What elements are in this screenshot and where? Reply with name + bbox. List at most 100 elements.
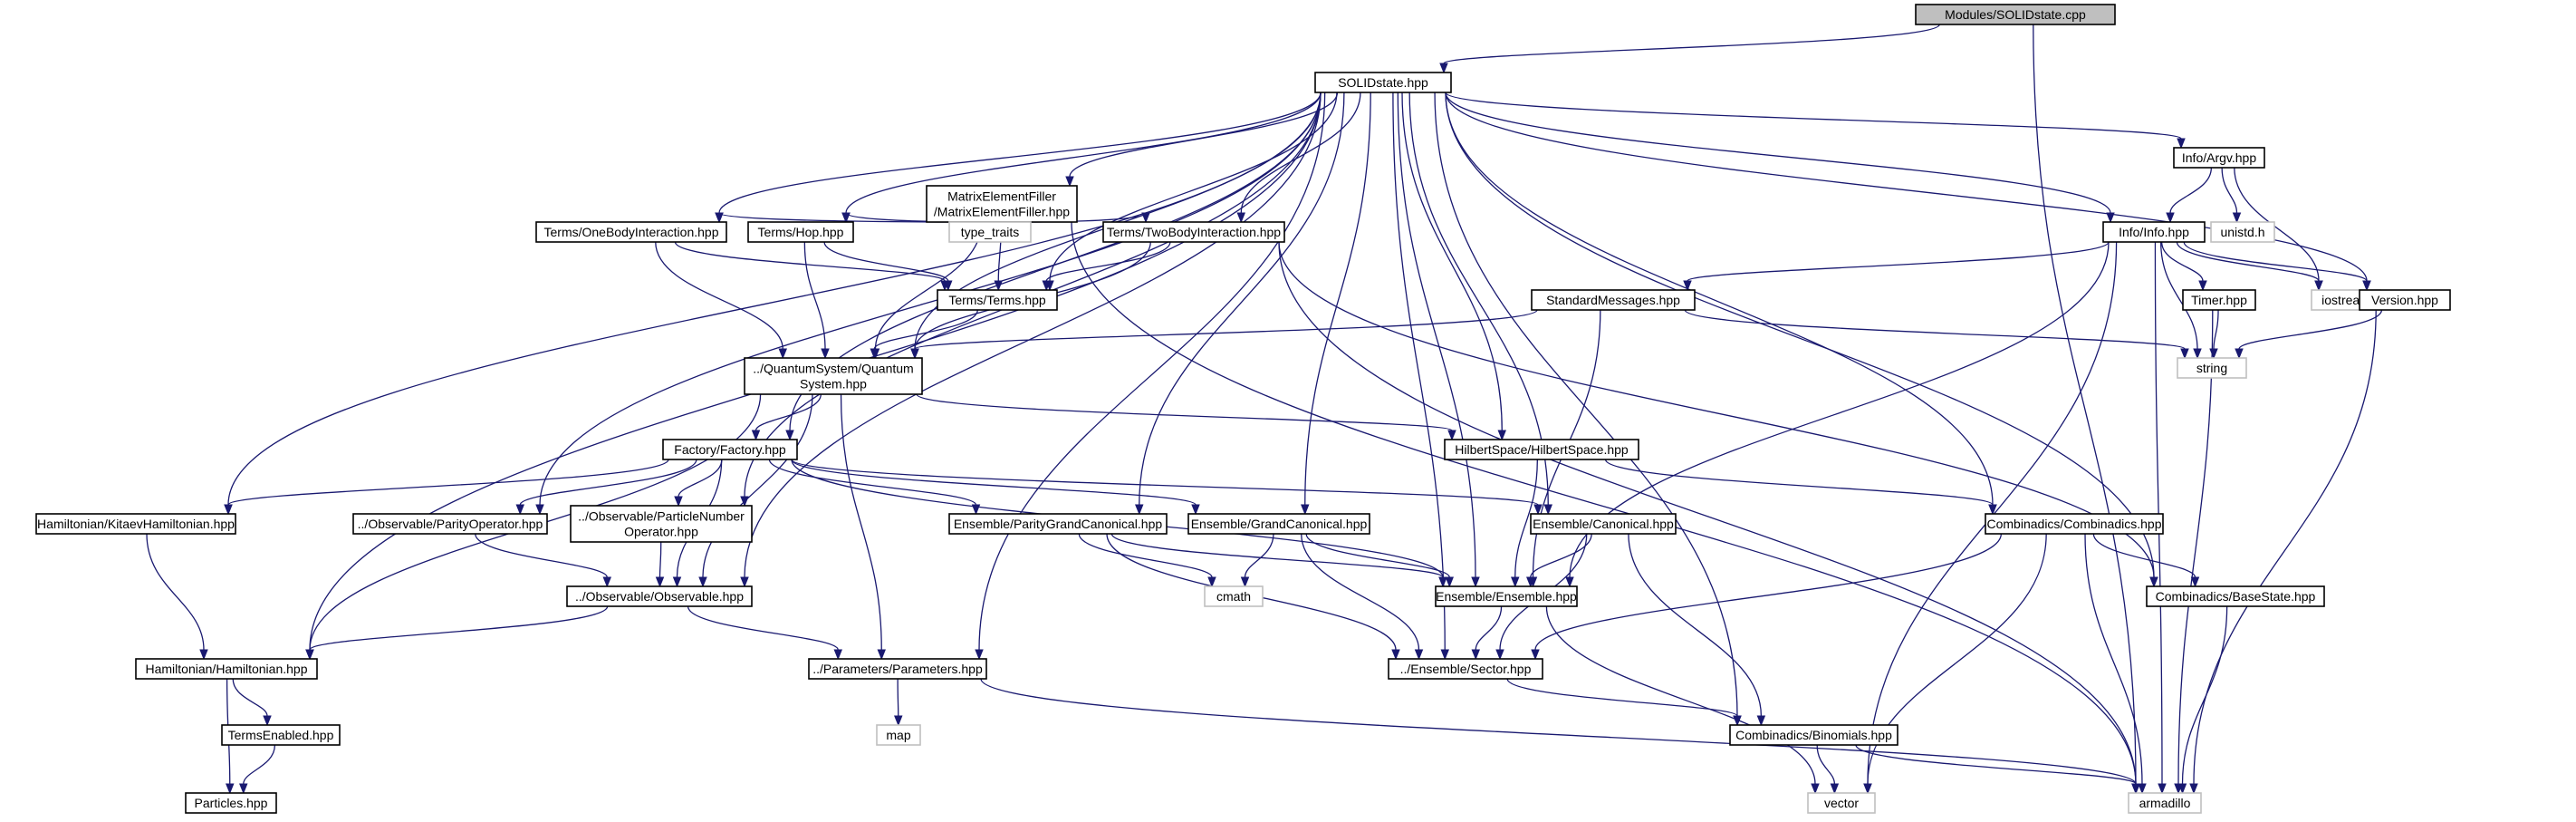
node-hamiltonian[interactable]: Hamiltonian/Hamiltonian.hpp [135, 658, 318, 680]
node-sector[interactable]: ../Ensemble/Sector.hpp [1388, 658, 1543, 680]
edge-arrowhead [224, 504, 233, 516]
node-label: TermsEnabled.hpp [228, 728, 334, 742]
edge-factory-to-canonical [791, 459, 1543, 516]
node-label: unistd.h [2220, 225, 2264, 239]
node-factory[interactable]: Factory/Factory.hpp [662, 439, 798, 460]
edge-arrowhead [655, 576, 665, 588]
node-label: Particles.hpp [195, 796, 268, 810]
edge-line [840, 393, 882, 651]
edge-arrowhead [870, 348, 879, 360]
node-argv[interactable]: Info/Argv.hpp [2173, 147, 2265, 169]
edge-version-to-string [2235, 309, 2383, 360]
node-label: Hamiltonian/KitaevHamiltonian.hpp [37, 517, 235, 531]
node-box [2210, 221, 2275, 243]
node-box [2102, 221, 2206, 243]
node-qs[interactable]: ../QuantumSystem/QuantumSystem.hpp [744, 357, 923, 395]
edge-line [978, 92, 1326, 651]
edge-arrowhead [2138, 783, 2147, 795]
edge-qs-to-factory [751, 393, 822, 441]
node-timer[interactable]: Timer.hpp [2182, 289, 2256, 311]
node-termsenabled[interactable]: TermsEnabled.hpp [221, 724, 341, 746]
edge-arrowhead [305, 649, 314, 661]
node-stdmsg[interactable]: StandardMessages.hpp [1531, 289, 1696, 311]
edge-line [1443, 24, 1940, 64]
edge-solid-to-terms [1045, 92, 1338, 292]
node-solid[interactable]: SOLIDstate.hpp [1314, 72, 1452, 93]
node-label: Modules/SOLIDstate.cpp [1945, 7, 2086, 22]
edge-line [2234, 167, 2320, 282]
edge-line [1604, 459, 1994, 506]
edge-arrowhead [1438, 576, 1447, 588]
node-label: armadillo [2139, 796, 2191, 810]
node-label: Terms/OneBodyInteraction.hpp [544, 225, 719, 239]
node-map[interactable]: map [876, 724, 921, 746]
node-canonical[interactable]: Ensemble/Canonical.hpp [1530, 513, 1677, 535]
edge-line [791, 459, 1539, 506]
edge-arrowhead [1207, 576, 1216, 588]
edge-line [1240, 92, 1361, 214]
edge-line [2160, 241, 2204, 282]
node-unistd[interactable]: unistd.h [2210, 221, 2275, 243]
node-typetraits[interactable]: type_traits [948, 221, 1032, 243]
node-string[interactable]: string [2177, 357, 2247, 379]
edge-arrowhead [1065, 176, 1074, 188]
edge-arrowhead [944, 280, 953, 292]
node-root[interactable]: Modules/SOLIDstate.cpp [1915, 4, 2116, 25]
node-layer: Modules/SOLIDstate.cppSOLIDstate.hppMatr… [35, 4, 2451, 814]
edge-arrowhead [740, 576, 749, 588]
edge-arrowhead [1471, 576, 1480, 588]
node-cmath[interactable]: cmath [1204, 585, 1264, 607]
node-parityop[interactable]: ../Observable/ParityOperator.hpp [352, 513, 548, 535]
edge-ensemble-to-sector [1471, 605, 1503, 661]
node-observable[interactable]: ../Observable/Observable.hpp [566, 585, 753, 607]
node-mef[interactable]: MatrixElementFiller/MatrixElementFiller.… [926, 185, 1078, 223]
node-pgc[interactable]: Ensemble/ParityGrandCanonical.hpp [948, 513, 1168, 535]
edge-observable-to-hamiltonian [305, 605, 609, 661]
node-basestate[interactable]: Combinadics/BaseState.hpp [2146, 585, 2325, 607]
edge-arrowhead [2193, 348, 2202, 360]
edge-arrowhead [1141, 212, 1150, 224]
node-label: Info/Argv.hpp [2182, 150, 2256, 165]
node-vector[interactable]: vector [1807, 792, 1876, 814]
node-armadillo[interactable]: armadillo [2128, 792, 2202, 814]
edge-line [475, 533, 608, 578]
node-hop[interactable]: Terms/Hop.hpp [747, 221, 854, 243]
edge-line [519, 459, 697, 506]
edge-line [1514, 459, 1538, 578]
node-twobody[interactable]: Terms/TwoBodyInteraction.hpp [1102, 221, 1285, 243]
edge-line [227, 92, 1322, 506]
node-particles[interactable]: Particles.hpp [185, 792, 277, 814]
node-box [185, 792, 277, 814]
edge-arrowhead [910, 348, 919, 360]
node-label: StandardMessages.hpp [1546, 293, 1680, 307]
edge-gc-to-ensemble [1305, 533, 1454, 588]
node-hilbert[interactable]: HilbertSpace/HilbertSpace.hpp [1444, 439, 1639, 460]
node-box [1314, 72, 1452, 93]
node-box [2359, 289, 2451, 311]
node-ensemble[interactable]: Ensemble/Ensemble.hpp [1435, 585, 1578, 607]
edge-arrowhead [674, 496, 683, 508]
node-onebody[interactable]: Terms/OneBodyInteraction.hpp [535, 221, 727, 243]
node-label: Ensemble/Canonical.hpp [1533, 517, 1674, 531]
node-box [1102, 221, 1285, 243]
edge-arrowhead [1391, 649, 1400, 661]
node-box [2146, 585, 2325, 607]
edge-line [803, 241, 826, 350]
edge-arrowhead [1526, 576, 1535, 588]
edge-sector-to-binomials [1506, 678, 1742, 727]
node-label: Info/Info.hpp [2119, 225, 2189, 239]
node-kitaev[interactable]: Hamiltonian/KitaevHamiltonian.hpp [35, 513, 236, 535]
edge-arrowhead [199, 649, 208, 661]
node-gc[interactable]: Ensemble/GrandCanonical.hpp [1187, 513, 1370, 535]
node-terms[interactable]: Terms/Terms.hpp [937, 289, 1058, 311]
edge-arrowhead [1445, 576, 1454, 588]
node-binomials[interactable]: Combinadics/Binomials.hpp [1729, 724, 1898, 746]
node-version[interactable]: Version.hpp [2359, 289, 2451, 311]
edge-line [1545, 605, 1816, 785]
node-box [1187, 513, 1370, 535]
node-combinadics[interactable]: Combinadics/Combinadics.hpp [1985, 513, 2164, 535]
node-info[interactable]: Info/Info.hpp [2102, 221, 2206, 243]
edge-line [655, 241, 783, 350]
node-params[interactable]: ../Parameters/Parameters.hpp [808, 658, 987, 680]
